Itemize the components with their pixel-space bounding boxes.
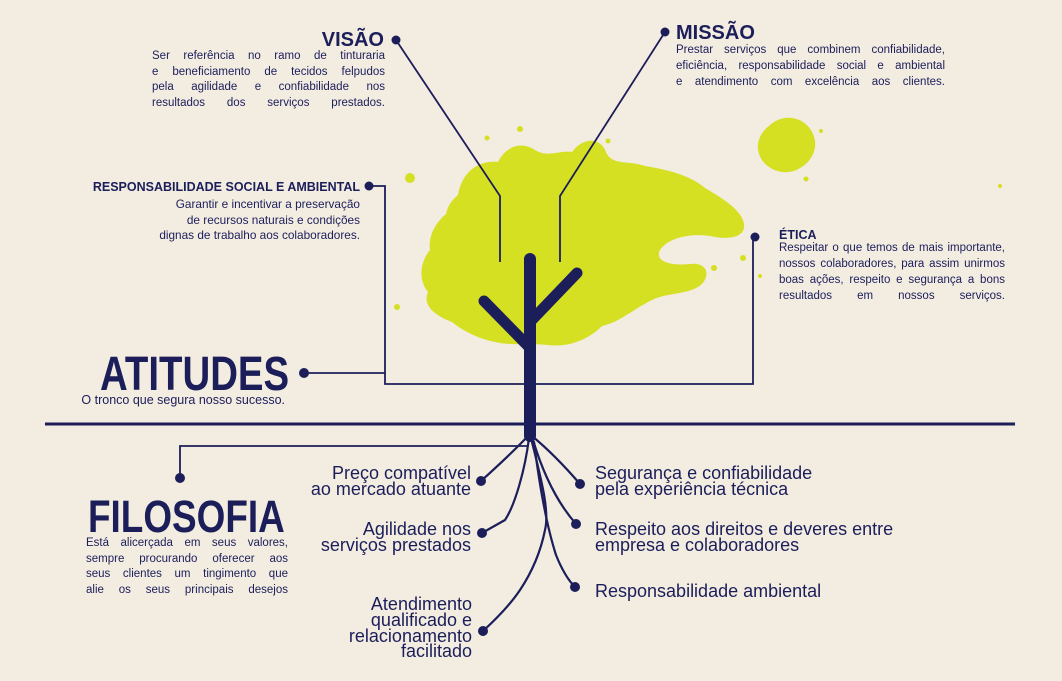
root-label-line: Segurança e confiabilidade	[595, 463, 813, 483]
social-line: de recursos naturais e condições	[186, 212, 360, 227]
ethics-line: nossos colaboradores, para assim unirmos	[779, 258, 1005, 270]
philosophy-dot	[175, 473, 185, 483]
root-dot	[575, 479, 585, 489]
philosophy-connector	[179, 445, 528, 478]
root-label-line: Preço compatível	[331, 463, 471, 483]
attitudes-title: ATITUDES	[100, 348, 290, 401]
social-dot	[364, 181, 374, 191]
ethics-title: ÉTICA	[779, 228, 817, 242]
root-label-line: Agilidade nos	[362, 519, 471, 539]
root-label-line: Atendimento	[370, 594, 472, 614]
root-line	[479, 434, 530, 483]
splash-drop	[803, 176, 809, 182]
vision-connector	[395, 39, 501, 262]
social-body: Garantir e incentivar a preservação de r…	[130, 197, 360, 244]
root-line	[481, 436, 548, 633]
philosophy-line: alie os seus principais desejos	[86, 583, 288, 596]
ethics-dot	[750, 232, 760, 242]
splash-drop	[998, 184, 1002, 188]
splash-drop	[394, 304, 400, 310]
tree-branch-right	[524, 267, 583, 328]
root-label-line: relacionamento	[348, 625, 472, 646]
root-line	[530, 434, 582, 486]
ethics-line: boas ações, respeito e segurança a bons	[779, 274, 1005, 286]
splash-drop	[819, 129, 823, 133]
mission-body: Prestar serviços que combinem confiabili…	[676, 42, 945, 90]
vision-line: pela agilidade e confiabilidade nos	[152, 81, 385, 93]
root-label-line: Respeito aos direitos e deveres entre	[595, 519, 894, 539]
splash-drop	[758, 274, 762, 278]
ethics-body: Respeitar o que temos de mais importante…	[779, 240, 1005, 304]
philosophy-body: Está alicerçada em seus valores, sempre …	[86, 536, 288, 598]
philosophy-line: seus clientes um tingimento que	[86, 568, 288, 580]
root-label-safety: Segurança e confiabilidade pela experiên…	[595, 463, 925, 500]
vision-dot	[391, 35, 401, 45]
root-label-line: Responsabilidade ambiental	[595, 581, 822, 601]
root-label-line: empresa e colaboradores	[595, 535, 800, 556]
ethics-line: resultados em nossos serviços.	[779, 290, 1005, 302]
mission-dot	[660, 27, 670, 37]
root-label-line: ao mercado atuante	[310, 479, 471, 500]
splash-drop	[711, 265, 717, 271]
vision-line: Ser referência no ramo de tinturaria	[152, 50, 385, 62]
root-label-environment: Responsabilidade ambiental	[595, 581, 925, 601]
mission-line: Prestar serviços que combinem confiabili…	[676, 44, 945, 56]
root-dot	[477, 528, 487, 538]
splash-drop	[740, 255, 746, 261]
splash-drop	[517, 126, 523, 132]
philosophy-title: FILOSOFIA	[88, 491, 285, 542]
philosophy-line: Está alicerçada em seus valores,	[86, 537, 288, 549]
tree-branch-left	[478, 295, 536, 354]
splash-drop	[605, 138, 611, 144]
philosophy-line: sempre procurando oferecer aos	[86, 552, 288, 565]
root-label-line: serviços prestados	[320, 535, 471, 556]
root-line	[532, 440, 577, 589]
root-label-line: qualificado e	[370, 609, 472, 630]
root-dot	[478, 626, 488, 636]
root-label-price: Preço compatível ao mercado atuante	[250, 463, 471, 500]
splash-drop	[484, 135, 490, 141]
social-connector	[369, 185, 754, 385]
root-label-line: pela experiência técnica	[595, 479, 789, 500]
root-dot	[476, 476, 486, 486]
mission-line: eficiência, responsabilidade social e am…	[676, 60, 945, 72]
splash-drop	[405, 173, 415, 183]
root-dot	[570, 582, 580, 592]
root-label-service: Atendimento qualificado e relacionamento…	[250, 594, 472, 662]
social-line: Garantir e incentivar a preservação	[175, 197, 360, 211]
splash-blob-right	[757, 117, 816, 173]
root-label-rights: Respeito aos direitos e deveres entre em…	[595, 519, 925, 556]
vision-body: Ser referência no ramo de tinturaria e b…	[152, 49, 385, 111]
mission-title: MISSÃO	[676, 22, 755, 44]
root-label-line: facilitado	[400, 641, 472, 662]
vision-title: VISÃO	[321, 29, 384, 51]
social-title: RESPONSABILIDADE SOCIAL E AMBIENTAL	[92, 180, 360, 194]
root-label-agility: Agilidade nos serviços prestados	[250, 519, 471, 556]
attitudes-dot	[299, 368, 309, 378]
ethics-line: Respeitar o que temos de mais importante…	[779, 242, 1005, 254]
mission-line: e atendimento com excelência aos cliente…	[676, 76, 945, 88]
mission-connector	[559, 31, 666, 262]
social-line: dignas de trabalho aos colaboradores.	[159, 228, 360, 242]
root-dot	[571, 519, 581, 529]
paint-splash	[394, 117, 1002, 346]
attitudes-subtitle: O tronco que segura nosso sucesso.	[81, 393, 285, 407]
vision-line: e beneficiamento de tecidos felpudos	[152, 65, 385, 78]
splash-main	[421, 140, 745, 346]
root-line	[480, 436, 531, 535]
vision-line: resultados dos serviços prestados.	[152, 96, 385, 109]
